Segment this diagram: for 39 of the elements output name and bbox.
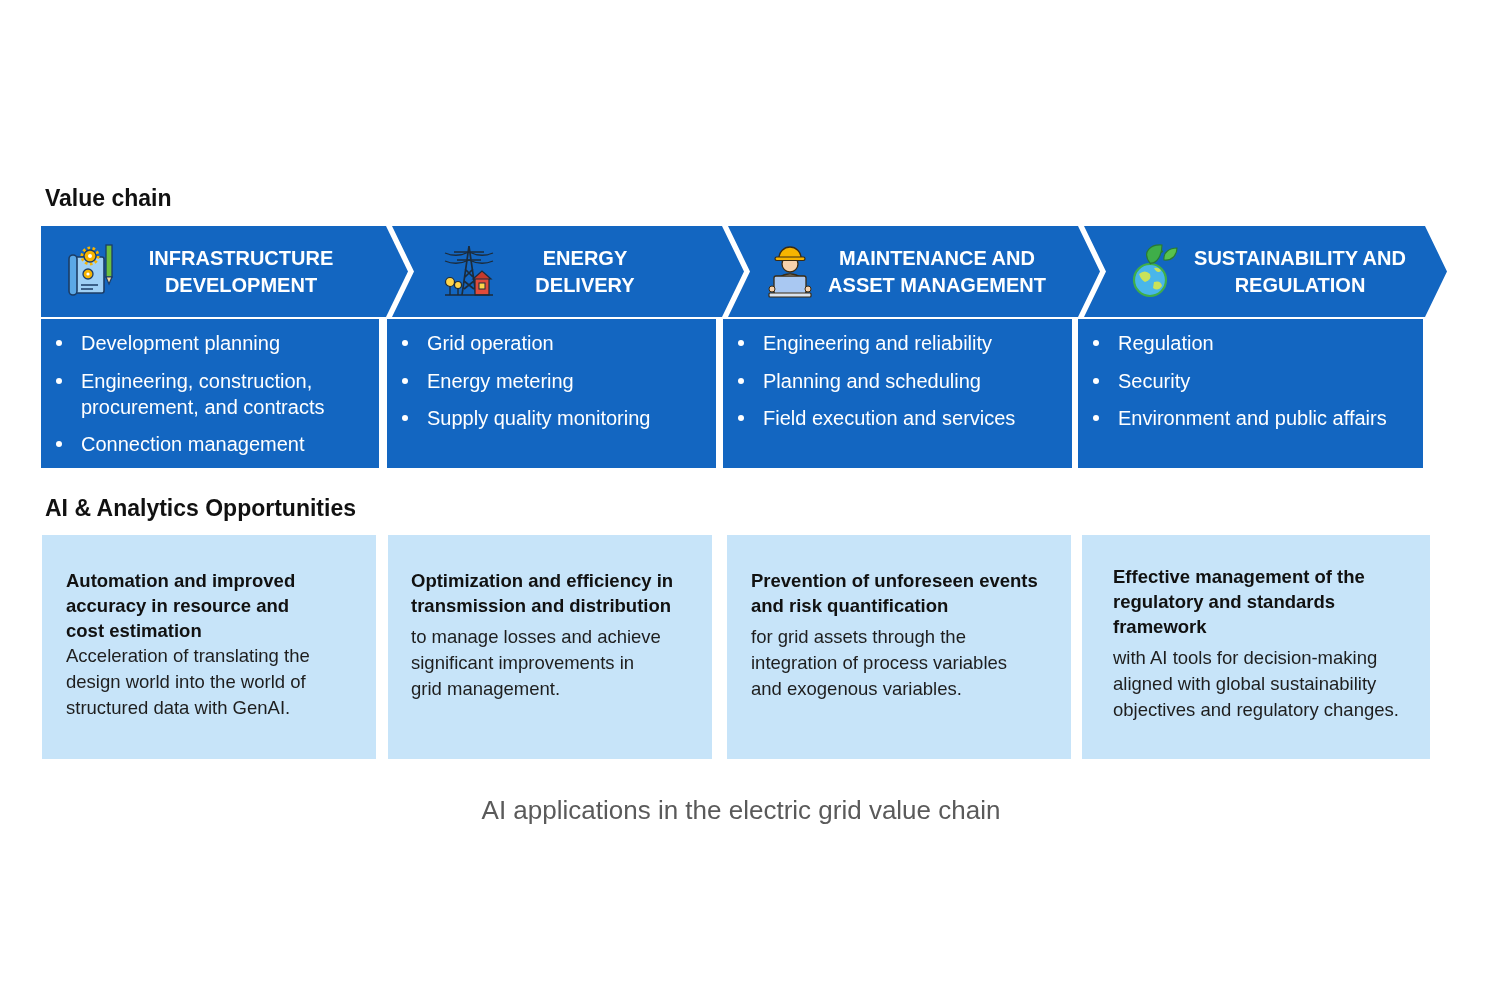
card-heading: Prevention of unforeseen events and risk quantification (751, 569, 1039, 618)
section-heading: Value chain (45, 184, 172, 212)
bullet-list-panel (41, 319, 379, 468)
card-heading: Optimization and efficiency in transmission and distribution (411, 569, 675, 618)
step-heading: MAINTENANCE AND ASSET MANAGEMENT (827, 245, 1047, 298)
section-heading: AI & Analytics Opportunities (45, 494, 356, 522)
bullet-item: Regulation (1078, 330, 1214, 356)
bullet-list-panel (723, 319, 1072, 468)
opportunity-card (388, 535, 712, 759)
step-heading: INFRASTRUCTURE DEVELOPMENT (147, 245, 335, 298)
card-text: for grid assets through the integration of process variables and exogenous variables. (751, 625, 1009, 701)
caption: AI applications in the electric grid value chain (481, 794, 1001, 826)
chevron-header (41, 226, 408, 317)
bullet-item: Engineering and reliability (723, 330, 993, 356)
opportunity-card (1082, 535, 1430, 759)
chevron-header (728, 226, 1100, 317)
chevron-header (1084, 226, 1447, 317)
bullet-item: Grid operation (387, 330, 554, 356)
bullet-item: Connection management (41, 431, 305, 457)
bullet-list-panel (1078, 319, 1423, 468)
step-heading: SUSTAINABILITY AND REGULATION (1193, 245, 1407, 298)
bullet-item: Environment and public affairs (1078, 405, 1387, 431)
bullet-item: Engineering, construction, procurement, and contracts (41, 367, 371, 420)
card-text: to manage losses and achieve significant improvements in grid management. (411, 625, 662, 701)
bullet-list-panel (387, 319, 716, 468)
bullet-item: Energy metering (387, 367, 574, 394)
card-heading: Automation and improved accuracy in resource and cost estimation (66, 569, 297, 643)
card-text: Acceleration of translating the design world into the world of structured data with GenAI. (66, 644, 311, 720)
bullet-item: Security (1078, 367, 1191, 394)
chevron-header (392, 226, 744, 317)
bullet-item: Planning and scheduling (723, 367, 981, 394)
opportunity-card (727, 535, 1071, 759)
card-heading: Effective management of the regulatory and standards framework (1113, 565, 1366, 639)
bullet-item: Development planning (41, 330, 281, 356)
step-heading: ENERGY DELIVERY (534, 245, 636, 298)
bullet-item: Field execution and services (723, 405, 1016, 431)
bullet-item: Supply quality monitoring (387, 405, 651, 431)
card-text: with AI tools for decision-making aligned with global sustainability objectives and regulatory changes. (1113, 646, 1400, 722)
opportunity-card (42, 535, 376, 759)
